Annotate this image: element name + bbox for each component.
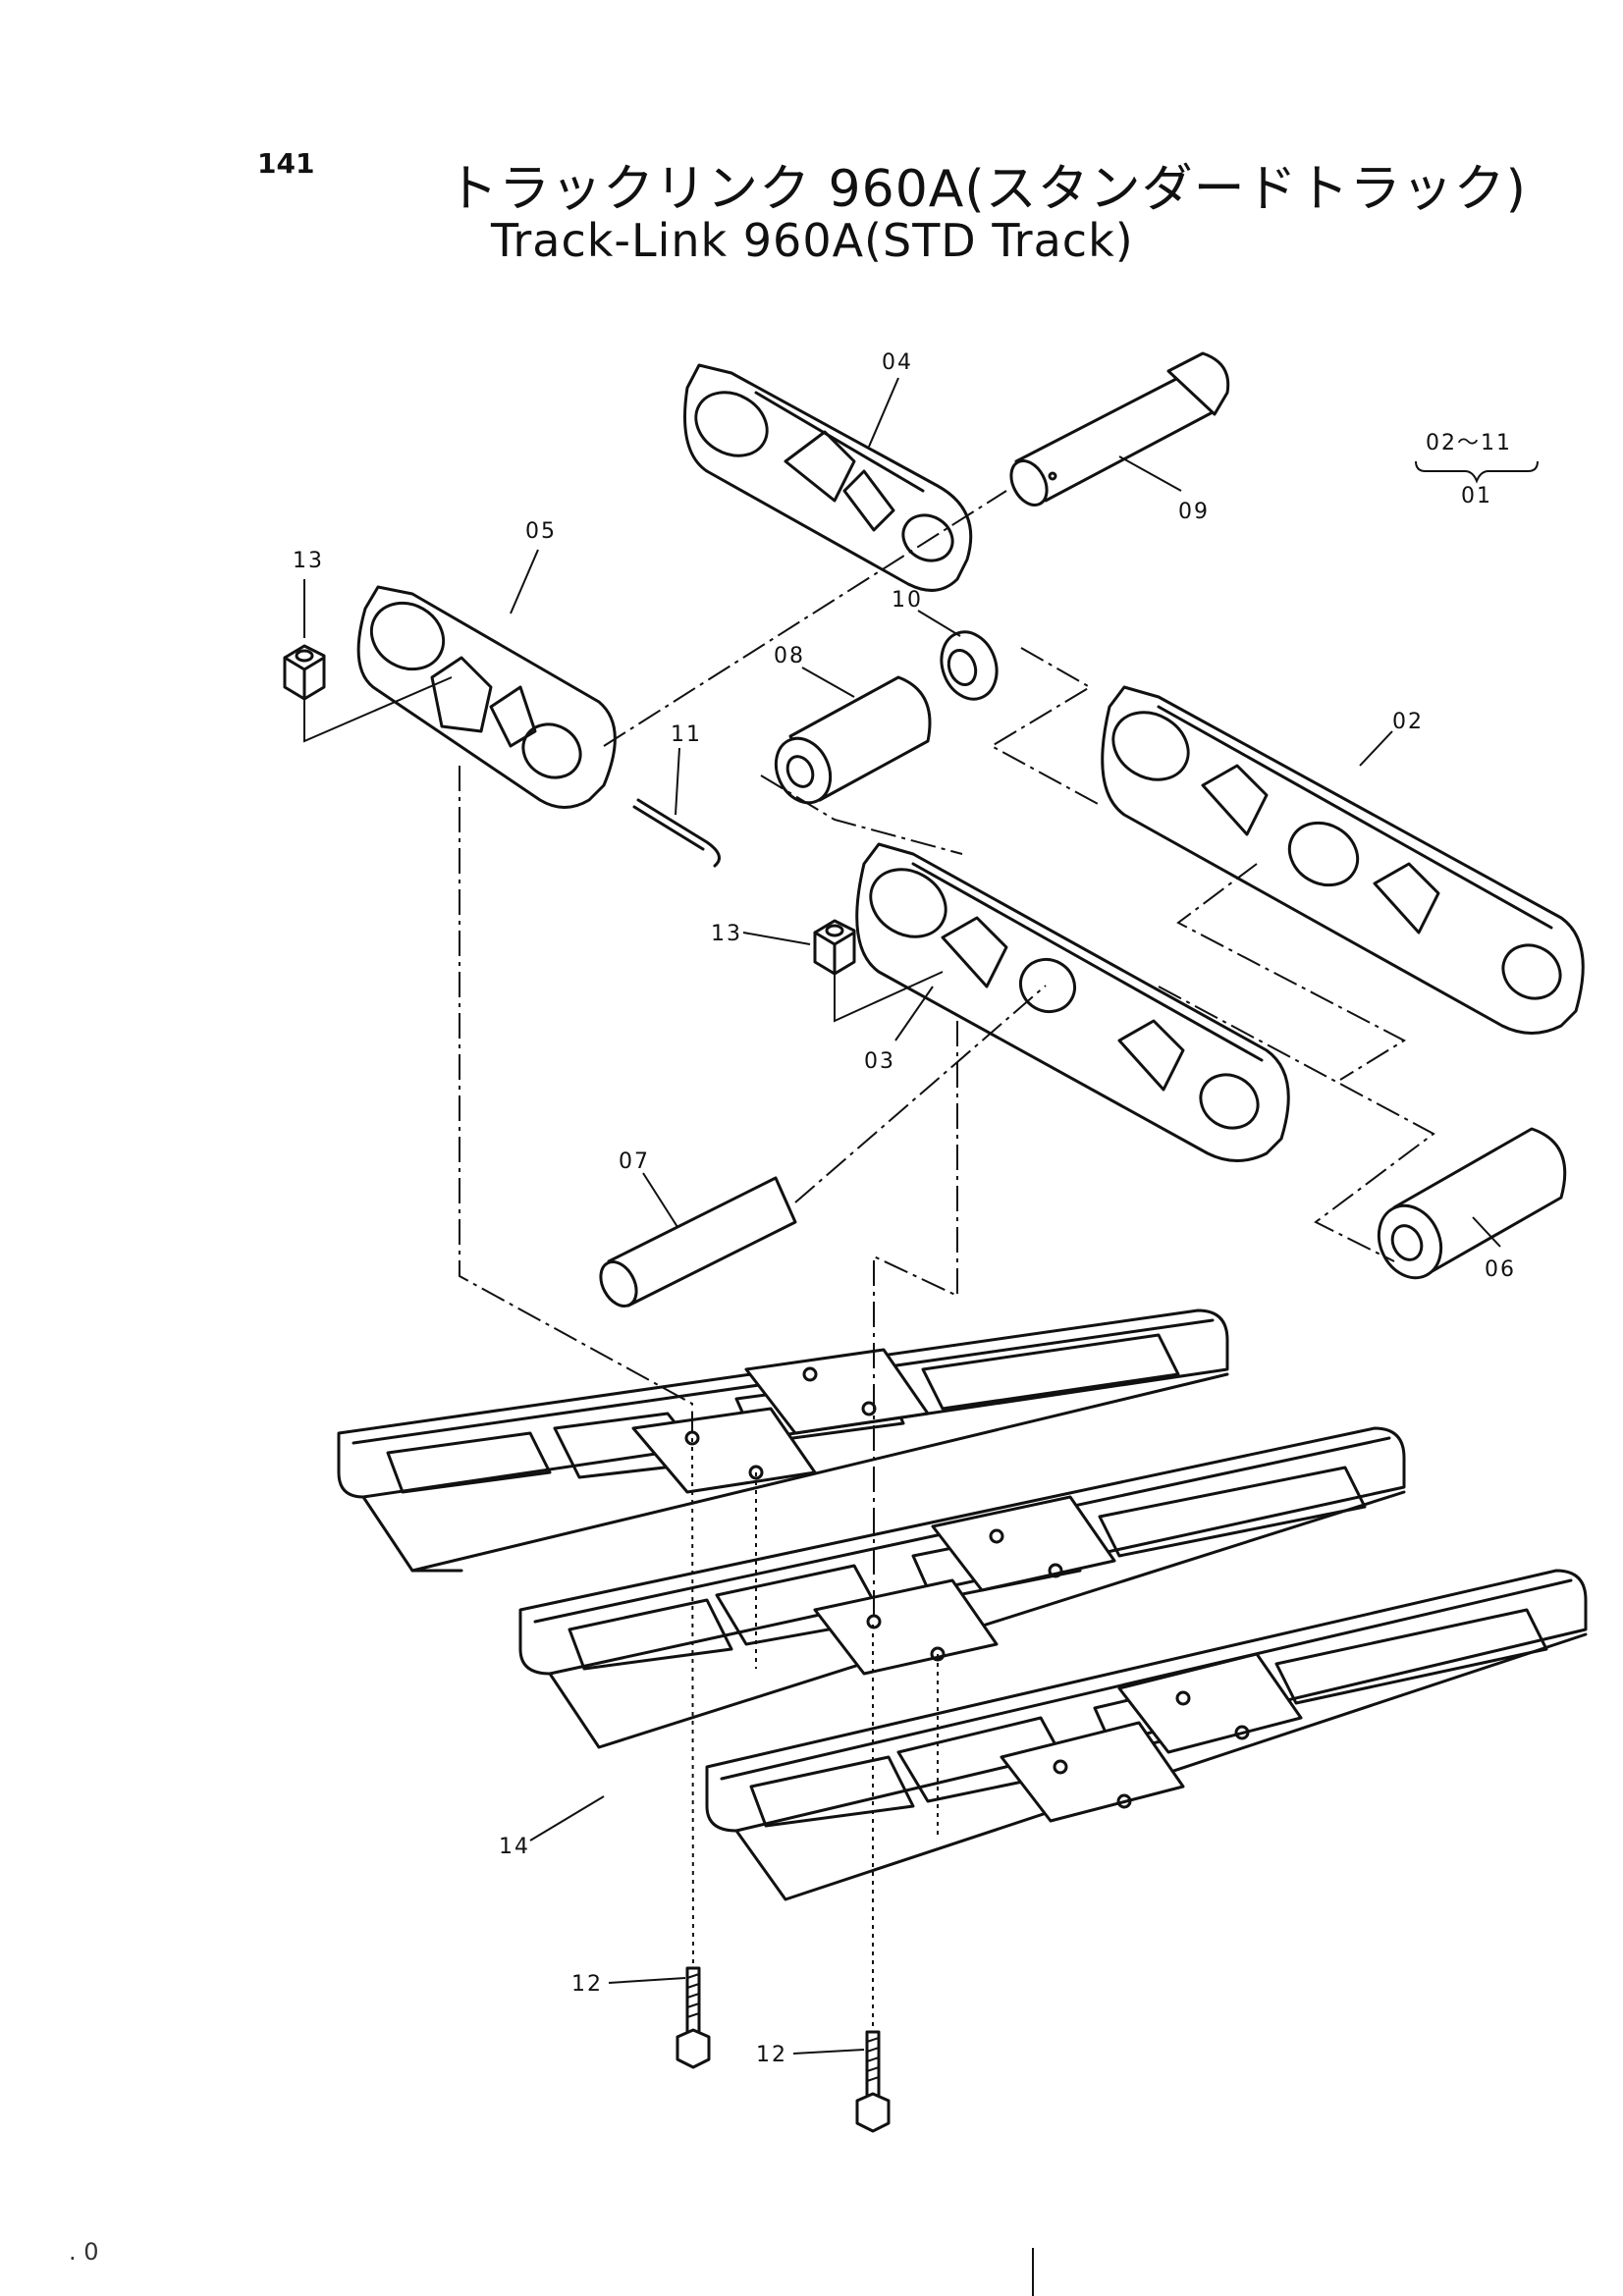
page-number: 141 xyxy=(257,147,315,180)
callout-06: 06 xyxy=(1485,1257,1516,1282)
title-japanese: トラックリンク 960A(スタンダードトラック) xyxy=(447,160,1527,219)
part-07-pin xyxy=(599,1176,797,1308)
callout-02: 02 xyxy=(1392,710,1424,734)
track-shoe-bottom xyxy=(705,1569,1588,1901)
callout-11: 11 xyxy=(671,722,702,747)
title-english: Track-Link 960A(STD Track) xyxy=(491,214,1134,267)
callout-14: 14 xyxy=(499,1835,530,1859)
callout-13-left: 13 xyxy=(293,549,324,573)
track-shoe-middle xyxy=(518,1426,1406,1749)
callout-05: 05 xyxy=(525,519,557,544)
track-shoe-top xyxy=(337,1308,1229,1573)
part-10-seal xyxy=(940,630,999,701)
callout-04: 04 xyxy=(882,350,913,375)
callout-12-left: 12 xyxy=(571,1972,603,1997)
callout-12-right: 12 xyxy=(756,2043,787,2067)
assembly-range-label: 02〜11 xyxy=(1426,431,1512,455)
part-08-bushing xyxy=(774,675,932,805)
part-12-bolt-left xyxy=(676,1966,711,2069)
part-13-nut-center xyxy=(813,919,856,976)
part-12-bolt-right xyxy=(855,2030,891,2133)
callout-13-center: 13 xyxy=(711,922,742,946)
part-04-link xyxy=(683,363,973,592)
part-05-link xyxy=(356,585,617,809)
assembly-brace xyxy=(1415,460,1539,484)
leader-lines xyxy=(303,377,1501,2055)
callout-labels: 04 09 05 13 10 08 11 02 13 03 07 06 14 1… xyxy=(293,350,1516,2067)
assembly-number-label: 01 xyxy=(1461,484,1492,508)
part-09-pin xyxy=(1009,351,1230,507)
callout-09: 09 xyxy=(1178,500,1210,524)
part-13-nut-left xyxy=(283,644,326,701)
assembly-lines xyxy=(303,490,1435,2032)
callout-10: 10 xyxy=(892,588,923,613)
assembly-note: 02〜11 01 xyxy=(1415,431,1539,508)
part-03-link xyxy=(855,842,1290,1162)
part-06-bushing xyxy=(1377,1127,1567,1280)
corner-mark: . 0 xyxy=(69,2238,99,2266)
callout-08: 08 xyxy=(774,644,805,668)
callout-07: 07 xyxy=(619,1149,650,1174)
callout-03: 03 xyxy=(864,1049,895,1074)
part-02-link xyxy=(1101,685,1585,1035)
part-11-spring-pin xyxy=(632,798,721,868)
